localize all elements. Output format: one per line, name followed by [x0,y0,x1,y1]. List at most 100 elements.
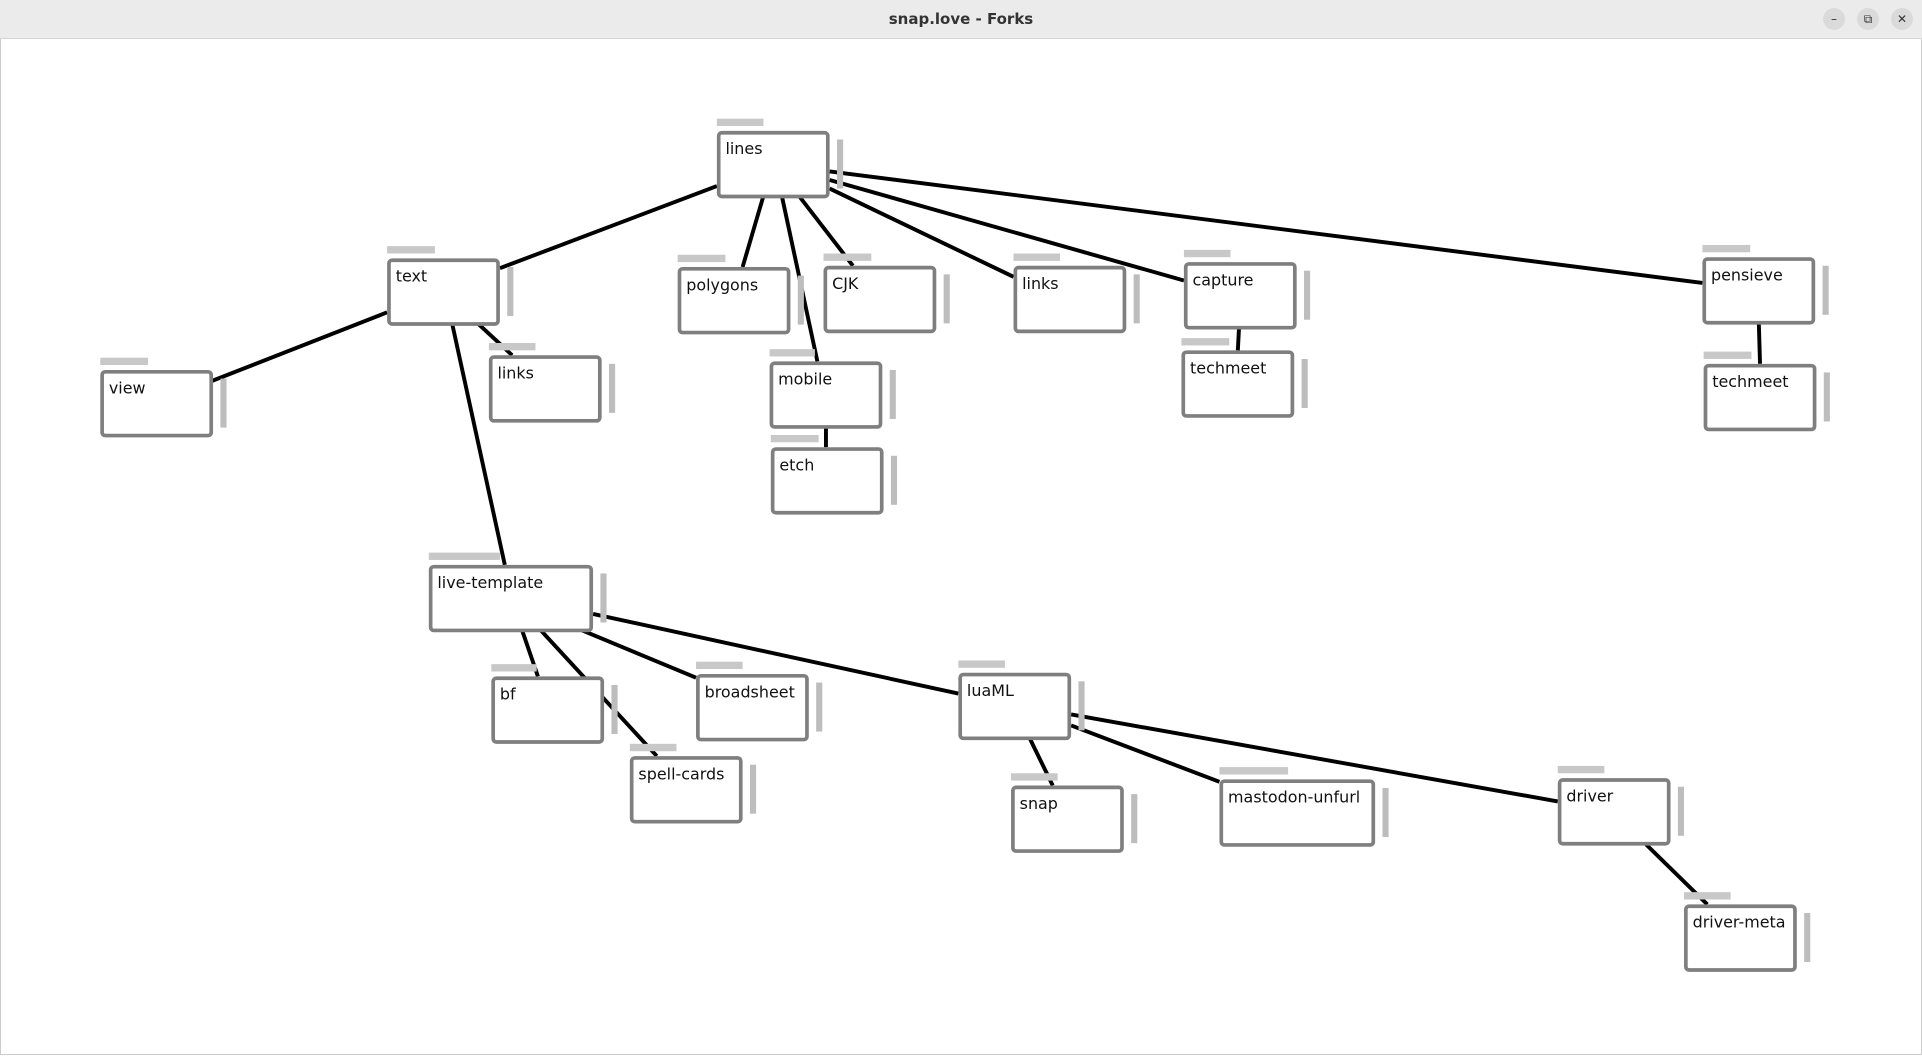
node-top-handle[interactable] [629,743,677,752]
node-top-handle[interactable] [1703,351,1752,359]
fork-node-label: pensieve [1710,266,1783,286]
fork-node-cjk[interactable]: CJK [823,265,937,334]
fork-node-links2[interactable]: links [488,355,602,423]
fork-node-label: techmeet [1712,373,1789,393]
node-side-handle[interactable] [1677,786,1685,836]
edge-text-to-links2 [476,321,514,357]
node-top-handle[interactable] [1684,892,1731,900]
node-top-handle[interactable] [1013,253,1061,261]
node-side-handle[interactable] [1822,265,1829,315]
maximize-button[interactable]: ⧉ [1857,8,1879,30]
edge-lines-to-capture [829,178,1185,283]
node-top-handle[interactable] [696,661,743,670]
node-side-handle[interactable] [600,573,607,623]
edge-pensieve-to-techmeet2 [1756,322,1762,364]
node-side-handle[interactable] [608,363,616,413]
fork-node-spell-cards[interactable]: spell-cards [629,756,743,824]
node-top-handle[interactable] [770,434,819,443]
fork-node-broadsheet[interactable]: broadsheet [696,673,809,742]
node-top-handle[interactable] [491,664,537,672]
fork-node-text[interactable]: text [387,258,500,326]
node-top-handle[interactable] [488,342,536,351]
fork-node-capture[interactable]: capture [1183,262,1297,330]
fork-node-polygons[interactable]: polygons [677,266,791,335]
node-top-handle[interactable] [823,253,872,261]
edge-text-to-view [211,310,388,383]
fork-node-driver-meta[interactable]: driver-meta [1684,904,1797,972]
fork-node-lines[interactable]: lines [716,130,830,199]
node-top-handle[interactable] [716,118,764,127]
window-title: snap.love - Forks [888,10,1034,28]
node-side-handle[interactable] [220,378,227,428]
fork-node-label: driver-meta [1692,914,1786,933]
edge-lines-to-text [499,184,718,271]
edge-luaml-to-mastodon-unfurl [1070,723,1221,784]
node-top-handle[interactable] [1219,767,1289,775]
fork-node-label: live-template [437,574,544,594]
fork-node-label: capture [1192,271,1254,291]
node-side-handle[interactable] [749,764,757,814]
fork-node-mobile[interactable]: mobile [769,361,883,429]
edge-lines-to-polygons [740,195,766,268]
node-side-handle[interactable] [611,684,618,735]
node-side-handle[interactable] [836,139,844,189]
node-top-handle[interactable] [1011,773,1058,781]
node-top-handle[interactable] [1702,244,1751,253]
fork-tree-canvas[interactable]: lines text polygons CJK links capture pensieve… [0,39,1922,1055]
node-top-handle[interactable] [1183,249,1231,258]
node-side-handle[interactable] [1823,372,1830,422]
fork-node-live-template[interactable]: live-template [428,564,594,633]
fork-node-label: polygons [686,276,759,296]
fork-node-label: mastodon-unfurl [1228,789,1361,808]
minimize-button[interactable]: – [1823,8,1845,30]
fork-node-techmeet2[interactable]: techmeet [1703,363,1817,432]
fork-node-techmeet1[interactable]: techmeet [1181,350,1295,418]
fork-node-label: links [497,365,534,384]
close-button[interactable]: ✕ [1891,8,1913,30]
edge-text-to-live-template [450,322,507,566]
fork-node-driver[interactable]: driver [1557,778,1671,846]
fork-node-links1[interactable]: links [1013,265,1127,334]
fork-node-label: driver [1566,787,1614,807]
node-side-handle[interactable] [507,266,514,317]
title-bar: snap.love - Forks – ⧉ ✕ [0,0,1922,39]
fork-node-label: spell-cards [638,765,725,785]
node-side-handle[interactable] [890,455,898,505]
fork-node-view[interactable]: view [100,369,214,438]
edge-live-template-to-luaml [592,611,959,696]
node-top-handle[interactable] [677,254,726,263]
node-top-handle[interactable] [1181,338,1230,346]
node-top-handle[interactable] [1557,765,1605,774]
fork-node-luaml[interactable]: luaML [958,672,1072,741]
node-top-handle[interactable] [769,349,815,357]
fork-node-pensieve[interactable]: pensieve [1702,257,1816,325]
node-side-handle[interactable] [1301,358,1308,408]
fork-node-label: CJK [832,275,859,294]
fork-node-etch[interactable]: etch [770,447,884,515]
fork-node-label: lines [725,140,763,160]
fork-node-label: links [1022,275,1059,294]
node-side-handle[interactable] [816,682,823,732]
fork-node-label: techmeet [1190,360,1267,379]
node-top-handle[interactable] [387,246,435,254]
node-side-handle[interactable] [889,369,896,419]
fork-node-mastodon-unfurl[interactable]: mastodon-unfurl [1219,779,1376,847]
node-side-handle[interactable] [1133,274,1140,324]
node-side-handle[interactable] [1382,787,1389,837]
node-side-handle[interactable] [1078,681,1085,731]
node-top-handle[interactable] [428,552,500,560]
fork-node-label: etch [779,456,815,476]
edge-live-template-to-broadsheet [580,628,697,680]
fork-node-snap[interactable]: snap [1011,785,1124,853]
node-side-handle[interactable] [1131,794,1138,844]
node-side-handle[interactable] [797,275,804,325]
fork-node-bf[interactable]: bf [491,676,605,744]
fork-node-label: bf [499,686,516,705]
node-top-handle[interactable] [958,660,1005,668]
node-side-handle[interactable] [1804,912,1811,963]
node-side-handle[interactable] [1304,270,1311,320]
fork-node-label: mobile [778,371,833,390]
node-top-handle[interactable] [100,357,149,366]
node-side-handle[interactable] [943,274,950,324]
